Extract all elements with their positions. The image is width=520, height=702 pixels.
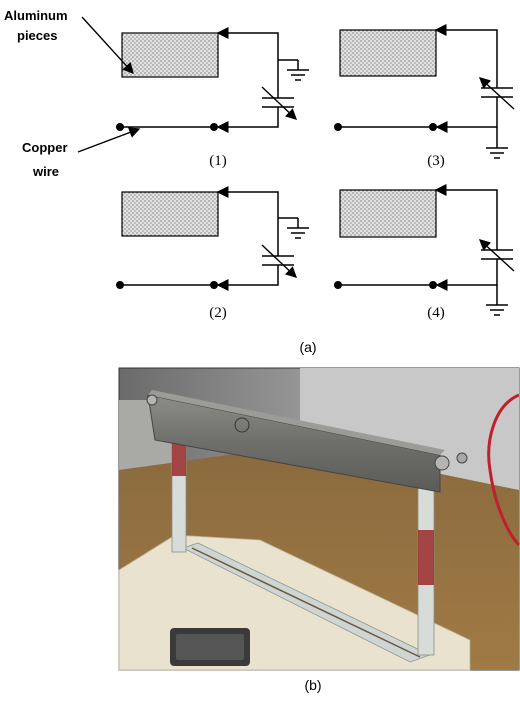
callout-copper-line1: Copper <box>22 140 68 155</box>
panel-b-caption: (b) <box>304 677 321 693</box>
ground-symbol <box>287 60 309 81</box>
copper-end-dot <box>334 123 342 131</box>
left-post-red <box>172 436 186 476</box>
circuit-label: (1) <box>209 153 227 169</box>
bolt-right <box>434 455 450 471</box>
copper-contact-dot <box>429 123 437 131</box>
wire-copper <box>435 97 498 133</box>
photo <box>118 367 520 671</box>
copper-end-dot <box>116 281 124 289</box>
copper-contact-dot <box>429 281 437 289</box>
plate-marking <box>234 417 250 433</box>
wire-copper <box>216 107 279 133</box>
plate-top-edge <box>148 390 445 455</box>
ground-symbol <box>486 147 508 159</box>
wire-copper <box>435 259 498 291</box>
callout-aluminum-line1: Aluminum <box>4 8 68 23</box>
callout-aluminum-line2: pieces <box>17 28 57 43</box>
circuit-3: (3) <box>334 24 515 169</box>
aluminum-piece <box>121 191 219 237</box>
ground-symbol <box>287 218 309 239</box>
variable-capacitor <box>261 244 298 278</box>
ground-symbol <box>486 304 508 316</box>
copper-end-dot <box>116 123 124 131</box>
wire-aluminum <box>434 24 498 88</box>
phone-screen <box>176 634 244 660</box>
copper-end-dot <box>334 281 342 289</box>
wire-aluminum <box>216 27 279 75</box>
circuit-1: (1) <box>116 27 309 169</box>
bolt-left <box>146 394 158 406</box>
copper-wire-photo <box>191 547 421 658</box>
copper-contact-dot <box>210 281 218 289</box>
aluminum-plate-stack <box>147 394 441 493</box>
panel-a-caption: (a) <box>299 339 316 355</box>
copper-contact-dot <box>210 123 218 131</box>
circuit-4: (4) <box>334 184 515 321</box>
aluminum-piece <box>339 189 437 238</box>
callout-copper: Copper wire <box>22 127 141 179</box>
variable-capacitor <box>261 86 298 120</box>
circuit-label: (3) <box>427 153 445 169</box>
panel-a: (1) (2) <box>4 8 515 355</box>
aluminum-piece <box>339 29 437 77</box>
wire-aluminum <box>434 184 498 250</box>
wire-copper <box>216 265 279 291</box>
circuit-label: (2) <box>209 305 227 321</box>
bolt-right-nut <box>456 452 468 464</box>
right-post-red <box>418 530 434 585</box>
callout-arrow <box>77 127 141 153</box>
callout-aluminum: Aluminum pieces <box>4 8 134 75</box>
wire-aluminum <box>216 186 279 233</box>
panel-b: (b) <box>118 367 520 693</box>
aluminum-piece <box>121 32 219 78</box>
red-cable <box>487 393 520 547</box>
callout-copper-line2: wire <box>32 164 59 179</box>
circuit-label: (4) <box>427 305 445 321</box>
circuit-2: (2) <box>116 186 309 321</box>
callout-arrow <box>81 16 134 75</box>
